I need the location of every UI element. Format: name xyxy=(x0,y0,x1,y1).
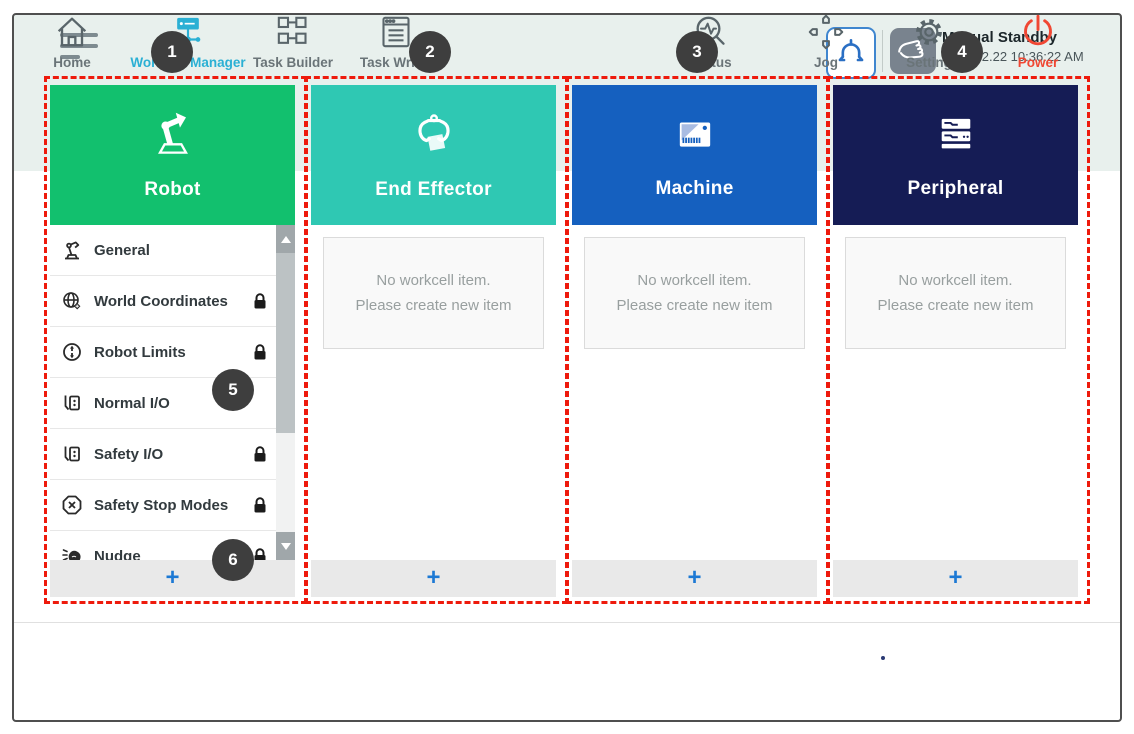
general-icon xyxy=(60,239,84,261)
column-end-effector: End Effector No workcell item. Please cr… xyxy=(311,85,556,597)
menu-item-label: Safety I/O xyxy=(94,445,164,463)
lock-icon xyxy=(252,445,268,463)
menu-item-label: Nudge xyxy=(94,547,141,561)
nav-setting-label: Setting xyxy=(906,55,952,70)
nav-power-label: Power xyxy=(1017,55,1059,70)
empty-state-line2: Please create new item xyxy=(355,297,512,314)
machine-card-title: Machine xyxy=(655,178,734,199)
peripheral-card-header: Peripheral xyxy=(833,85,1078,225)
empty-state-line2: Please create new item xyxy=(877,297,1034,314)
column-peripheral: Peripheral No workcell item. Please crea… xyxy=(833,85,1078,597)
menu-item-label: Normal I/O xyxy=(94,394,170,412)
end-effector-card-title: End Effector xyxy=(375,179,492,200)
scrollbar[interactable] xyxy=(276,225,295,560)
machine-card-header: Machine xyxy=(572,85,817,225)
annotation-badge-2: 2 xyxy=(409,31,451,73)
lock-icon xyxy=(252,292,268,310)
menu-item-safety-io[interactable]: Safety I/O xyxy=(50,429,295,480)
plus-icon: + xyxy=(948,564,963,591)
annotation-badge-1: 1 xyxy=(151,31,193,73)
nav-home-label: Home xyxy=(53,55,91,70)
menu-item-normal-io[interactable]: Normal I/O xyxy=(50,378,295,429)
bottom-nav xyxy=(14,622,1120,721)
nav-task-builder-label: Task Builder xyxy=(252,55,334,70)
peripheral-icon xyxy=(930,110,982,165)
triangle-up-icon xyxy=(280,235,291,243)
scroll-up-button[interactable] xyxy=(276,225,295,253)
end-effector-icon xyxy=(408,109,460,166)
machine-body: No workcell item. Please create new item xyxy=(572,225,817,560)
empty-state: No workcell item. Please create new item xyxy=(584,237,805,349)
add-peripheral-item-button[interactable]: + xyxy=(833,560,1078,597)
add-end-effector-item-button[interactable]: + xyxy=(311,560,556,597)
home-icon xyxy=(14,12,130,52)
end-effector-body: No workcell item. Please create new item xyxy=(311,225,556,560)
add-machine-item-button[interactable]: + xyxy=(572,560,817,597)
scrollbar-thumb[interactable] xyxy=(276,253,295,433)
power-icon xyxy=(980,12,1096,52)
robot-card-title: Robot xyxy=(144,179,201,200)
topbar-divider xyxy=(882,30,883,72)
menu-item-label: World Coordinates xyxy=(94,292,228,310)
nav-setting[interactable]: Setting xyxy=(871,12,987,70)
empty-state: No workcell item. Please create new item xyxy=(323,237,544,349)
menu-item-label: General xyxy=(94,241,150,259)
normal-io-icon xyxy=(60,392,84,414)
plus-icon: + xyxy=(687,564,702,591)
plus-icon: + xyxy=(426,564,441,591)
menu-item-nudge[interactable]: Nudge xyxy=(50,531,295,560)
menu-item-world-coordinates[interactable]: World Coordinates xyxy=(50,276,295,327)
world-coordinates-icon xyxy=(60,290,84,312)
nav-task-builder[interactable]: Task Builder xyxy=(235,12,351,70)
menu-item-general[interactable]: General xyxy=(50,225,295,276)
lock-icon xyxy=(252,496,268,514)
nav-power[interactable]: Power xyxy=(980,12,1096,70)
empty-state: No workcell item. Please create new item xyxy=(845,237,1066,349)
robot-menu-list: General World Coordinates xyxy=(50,225,295,560)
safety-stop-modes-icon xyxy=(60,494,84,516)
column-machine: Machine No workcell item. Please create … xyxy=(572,85,817,597)
peripheral-card-title: Peripheral xyxy=(907,178,1004,199)
lock-icon xyxy=(252,343,268,361)
plus-icon: + xyxy=(165,564,180,591)
nav-home[interactable]: Home xyxy=(14,12,130,70)
task-writer-icon xyxy=(338,12,454,52)
annotation-badge-6: 6 xyxy=(212,539,254,581)
empty-state-line1: No workcell item. xyxy=(376,272,491,289)
empty-state-line1: No workcell item. xyxy=(898,272,1013,289)
scroll-down-button[interactable] xyxy=(276,532,295,560)
peripheral-body: No workcell item. Please create new item xyxy=(833,225,1078,560)
robot-card-header: Robot xyxy=(50,85,295,225)
safety-io-icon xyxy=(60,443,84,465)
gripper-icon xyxy=(833,33,869,74)
add-robot-item-button[interactable]: + xyxy=(50,560,295,597)
end-effector-card-header: End Effector xyxy=(311,85,556,225)
hand-guide-icon xyxy=(894,30,932,73)
gripper-status-button[interactable] xyxy=(826,27,876,79)
jog-setting-separator-dot xyxy=(881,656,885,660)
gear-icon xyxy=(871,12,987,52)
empty-state-line1: No workcell item. xyxy=(637,272,752,289)
column-robot: Robot General xyxy=(50,85,295,597)
nav-jog-label: Jog xyxy=(813,55,838,70)
menu-item-safety-stop-modes[interactable]: Safety Stop Modes xyxy=(50,480,295,531)
annotation-badge-4: 4 xyxy=(941,31,983,73)
annotation-badge-5: 5 xyxy=(212,369,254,411)
menu-item-robot-limits[interactable]: Robot Limits xyxy=(50,327,295,378)
menu-item-label: Robot Limits xyxy=(94,343,186,361)
machine-icon xyxy=(669,110,721,165)
menu-item-label: Safety Stop Modes xyxy=(94,496,229,514)
annotation-badge-3: 3 xyxy=(676,31,718,73)
nav-jog[interactable]: Jog xyxy=(768,12,884,70)
robot-arm-icon xyxy=(146,109,200,166)
triangle-down-icon xyxy=(280,542,291,550)
jog-icon xyxy=(768,12,884,52)
lock-icon xyxy=(252,547,268,560)
nudge-icon xyxy=(60,545,84,560)
empty-state-line2: Please create new item xyxy=(616,297,773,314)
task-builder-icon xyxy=(235,12,351,52)
robot-limits-icon xyxy=(60,341,84,363)
